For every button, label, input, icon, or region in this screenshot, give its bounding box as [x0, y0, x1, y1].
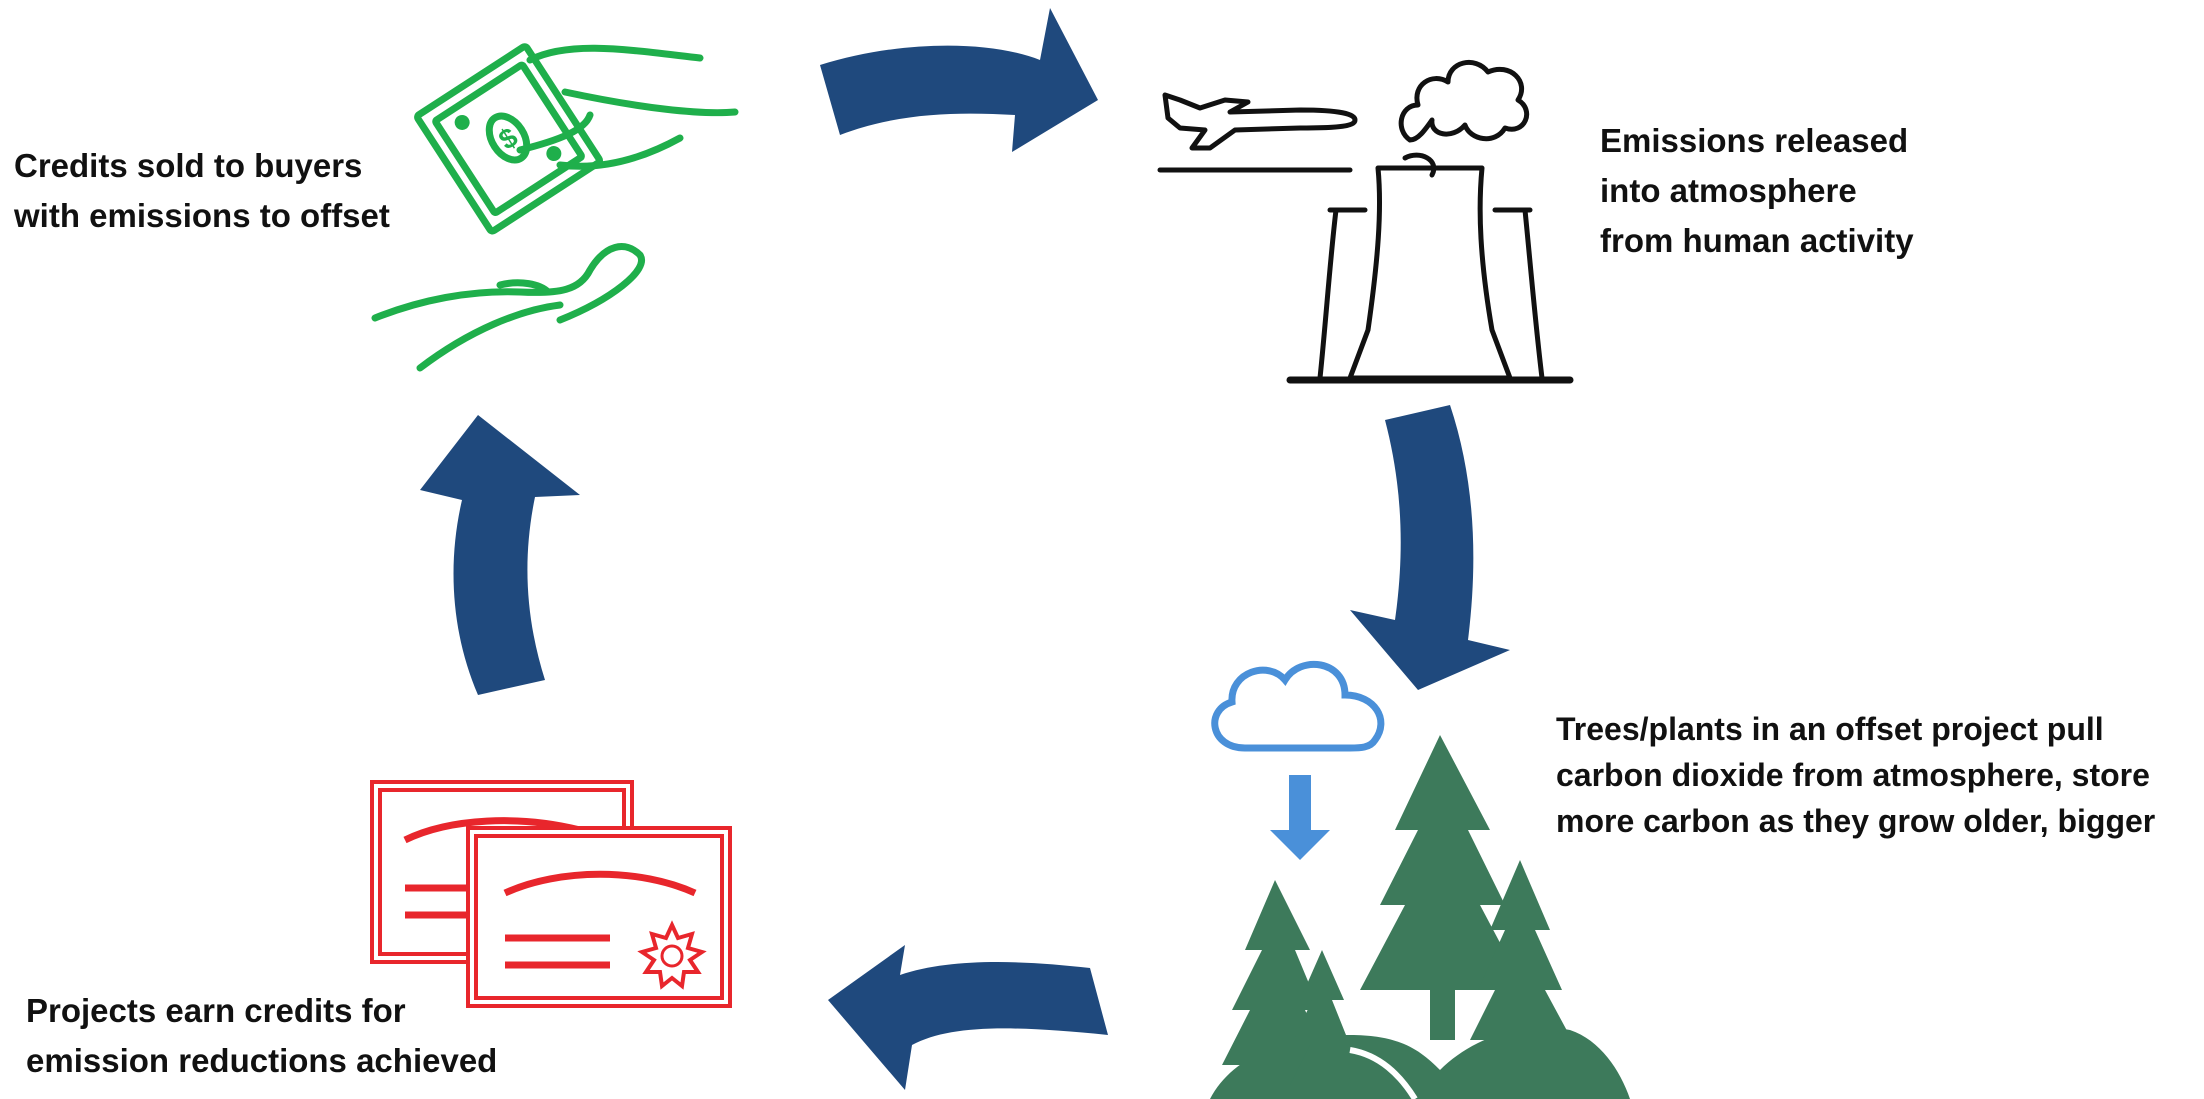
step-label-trees: Trees/plants in an offset project pull c… — [1556, 706, 2155, 844]
step-label-line: Projects earn credits for — [26, 986, 497, 1036]
arrow-top-icon — [820, 8, 1098, 152]
step-label-line: carbon dioxide from atmosphere, store — [1556, 752, 2155, 798]
step-label-line: into atmosphere — [1600, 166, 1914, 216]
airplane-icon — [1165, 95, 1355, 148]
arrow-left-icon — [420, 415, 580, 695]
step-label-emissions: Emissions released into atmosphere from … — [1600, 116, 1914, 266]
step-label-projects: Projects earn credits for emission reduc… — [26, 986, 497, 1086]
certificate-icon — [372, 782, 730, 1006]
step-label-line: with emissions to offset — [14, 191, 390, 241]
step-label-line: Emissions released — [1600, 116, 1914, 166]
arrow-right-icon — [1350, 405, 1510, 690]
step-label-line: Trees/plants in an offset project pull — [1556, 706, 2155, 752]
step-label-line: emission reductions achieved — [26, 1036, 497, 1086]
step-label-line: Credits sold to buyers — [14, 141, 390, 191]
cooling-tower-icon — [1350, 168, 1510, 378]
step-label-credits-sold: Credits sold to buyers with emissions to… — [14, 141, 390, 241]
smoke-icon — [1401, 62, 1527, 140]
airplane-power-plant-icon — [1160, 62, 1570, 380]
step-label-line: more carbon as they grow older, bigger — [1556, 798, 2155, 844]
arrow-bottom-icon — [828, 945, 1108, 1090]
cloud-icon — [1215, 664, 1381, 748]
hand-money-icon: $ — [375, 46, 735, 368]
step-label-line: from human activity — [1600, 216, 1914, 266]
